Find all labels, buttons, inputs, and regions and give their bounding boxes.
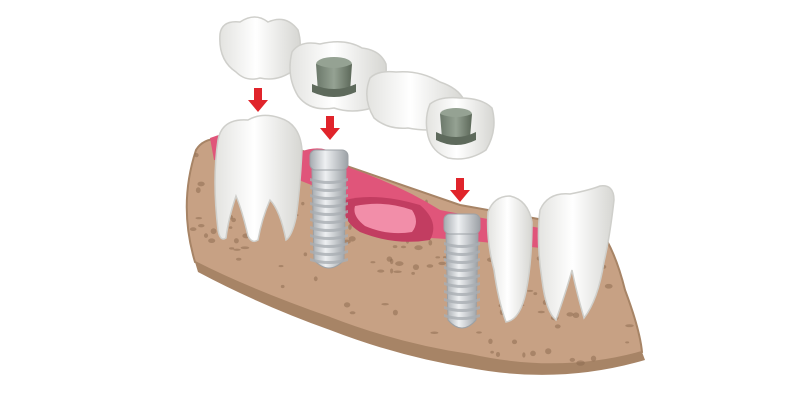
natural-tooth-icon [537,185,615,322]
bone-pore [590,355,597,362]
bone-pore [301,201,305,206]
bone-pore [526,289,534,292]
bone-pore [392,245,398,249]
implant-thread [444,282,480,288]
implant-thread [444,250,480,256]
bone-pore [522,352,526,358]
bone-pore [395,261,404,266]
bone-pore [625,341,630,344]
implant-thread [310,226,348,232]
bone-pore [430,331,439,335]
implant-thread [444,258,480,264]
bone-pore [625,324,634,328]
bone-pore [348,236,356,242]
implant-thread [310,242,348,248]
bone-pore [412,264,420,271]
implant-thread [444,306,480,312]
bone-pore [348,224,352,230]
bone-pore [426,264,434,268]
bone-pore [280,284,285,289]
bone-pore [349,311,356,315]
natural-tooth-icon [486,195,533,323]
abutment-icon [436,108,476,145]
bone-pore [229,247,235,250]
bone-pore [235,257,242,261]
bone-pore [495,351,501,357]
implant-thread [310,186,348,192]
bone-pore [554,324,561,329]
bone-pore [228,226,233,229]
bone-pore [194,153,199,158]
abutment-icon [312,57,356,97]
bone-pore [576,360,585,366]
implant-thread [310,210,348,216]
bone-pore [533,292,538,296]
bone-pore [390,268,394,274]
implant-thread [310,218,348,224]
bone-pore [303,252,308,257]
implant-thread [444,274,480,280]
implant-thread [444,266,480,272]
bone-pore [435,256,441,259]
bone-pore [195,217,203,220]
down-arrow-icon [450,178,470,202]
implant-screw-icon [443,213,481,329]
bone-pore [511,339,518,345]
bone-pore [210,228,217,235]
implant-thread [444,298,480,304]
implant-thread [310,202,348,208]
bone-pore [233,248,241,251]
implant-thread [310,258,348,264]
bone-pore [313,276,318,282]
bone-pore [414,245,423,251]
bone-pore [278,265,284,268]
bone-pore [381,303,389,306]
bone-pore [488,338,493,344]
bone-pore [428,239,433,246]
bone-pore [604,283,613,289]
bone-pore [545,348,552,355]
bone-pore [442,256,448,259]
bone-pore [569,357,576,362]
implant-screw-icon [309,149,349,269]
implant-thread [310,194,348,200]
implant-thread [444,314,480,320]
bone-pore [370,261,376,264]
bone-pore [240,246,250,250]
implant-thread [310,250,348,256]
down-arrow-icon [248,88,268,112]
bone-pore [572,312,580,319]
bone-pore [233,238,239,244]
bone-pore [392,309,398,316]
implant-thread [444,290,480,296]
bone-pore [411,271,415,275]
bone-pore [537,310,545,314]
bone-pore [386,256,393,262]
implant-thread [444,242,480,248]
bone-pore [377,269,385,273]
bone-pore [490,350,494,354]
bone-pore [197,181,205,187]
natural-tooth-icon [214,114,303,243]
bone-pore [400,245,407,249]
bone-pore [438,261,446,266]
bone-pore [231,217,236,223]
implant-thread [310,178,348,184]
down-arrow-icon [320,116,340,140]
bone-pore [195,187,201,194]
bone-pore [203,233,209,238]
implant-thread [310,234,348,240]
bone-pore [343,302,351,308]
bone-pore [476,331,482,334]
bone-pore [566,312,574,317]
bone-pore [208,238,216,243]
bone-pore [198,224,205,228]
bone-pore [189,227,197,232]
bone-pore [530,350,536,357]
bone-pore [393,270,402,273]
